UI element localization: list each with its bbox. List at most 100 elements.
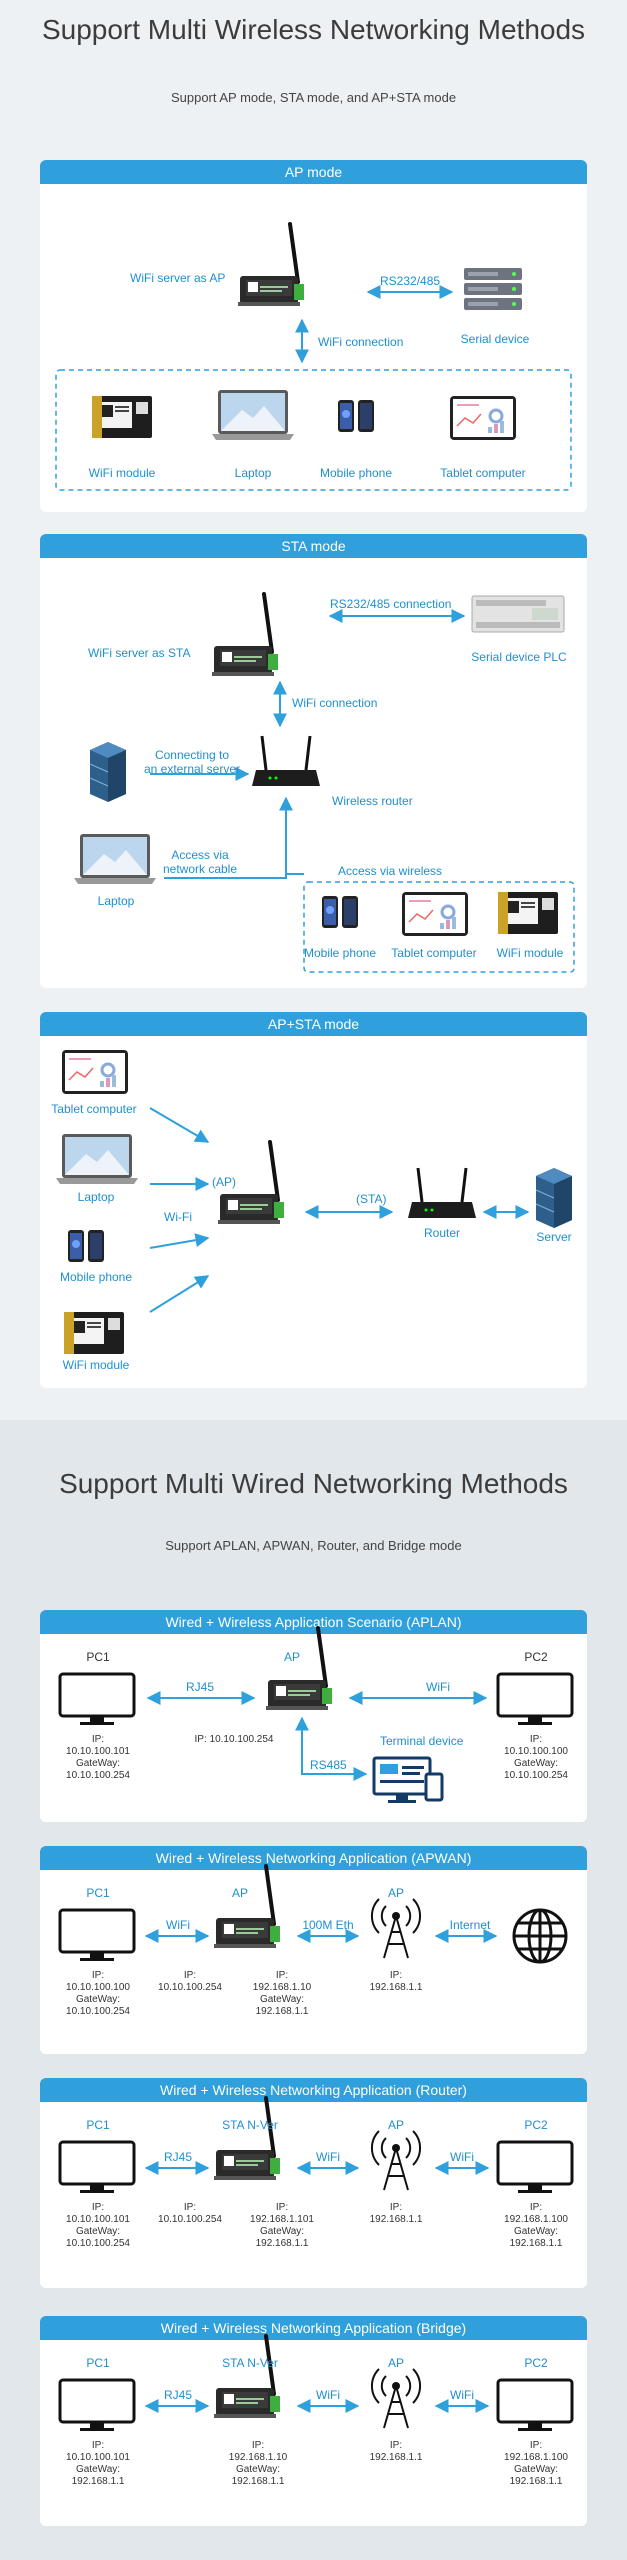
aplan-terminal-label: Terminal device [380, 1734, 464, 1748]
wired-section: Support Multi Wired Networking Methods S… [0, 1420, 627, 2560]
wireless-title: Support Multi Wireless Networking Method… [41, 14, 586, 45]
serial-device-label: Serial device [460, 332, 530, 346]
router-pc2-info-2: GateWay: [513, 2226, 559, 2237]
wireless-subtitle: Support AP mode, STA mode, and AP+STA mo… [170, 90, 457, 105]
apwan-pc1-info-1: 10.10.100.100 [66, 1982, 130, 1993]
router-pc1-icon [58, 2140, 136, 2195]
router-ap-info-1: 192.168.1.1 [369, 2214, 423, 2225]
apsta-mode-diagram [56, 1048, 573, 1354]
bridge-sta-device-icon [212, 2334, 282, 2420]
aplan-pc2-label: PC2 [524, 1650, 548, 1664]
connecting-label: Connecting to [154, 748, 230, 762]
bridge-pc1-info-1: 10.10.100.101 [66, 2452, 130, 2463]
bridge-sta-label: STA N-Ver [222, 2356, 278, 2370]
router-ap-tower-icon [370, 2130, 422, 2191]
apwan-eth-label: 100M Eth [302, 1918, 354, 1932]
apsta-mode-card: AP+STA mode Tablet computer Laptop Mobil… [40, 1012, 587, 1388]
apsta-server-label: Server [536, 1230, 572, 1244]
serial-server-device-icon [236, 222, 306, 308]
ap-mode-diagram [55, 222, 572, 491]
ap-mode-header: AP mode [40, 160, 587, 184]
bridge-pc2-info-3: 192.168.1.1 [509, 2476, 563, 2487]
aplan-ap-label: AP [283, 1650, 301, 1664]
router-pc2-label: PC2 [524, 2118, 548, 2132]
bridge-pc2-info-0: IP: [529, 2440, 543, 2451]
device-label-wifi-module: WiFi module [88, 466, 156, 480]
device-label-laptop: Laptop [234, 466, 272, 480]
sta-dev-module-label: WiFi module [496, 946, 564, 960]
aplan-pc1-info-1: 10.10.100.101 [66, 1746, 130, 1757]
aplan-ap-device-icon [264, 1626, 334, 1712]
aplan-pc2-info-2: GateWay: [513, 1758, 559, 1769]
apwan-ap-info-0: IP: [389, 1970, 403, 1981]
router-pc2-info-1: 192.168.1.100 [504, 2214, 568, 2225]
wired-title: Support Multi Wired Networking Methods [59, 1468, 568, 1499]
wifi-connection-label: WiFi connection [318, 335, 404, 349]
apwan-header: Wired + Wireless Networking Application … [40, 1846, 587, 1870]
router-pc1-info-1: 10.10.100.101 [66, 2214, 130, 2225]
serial-device-icon [464, 268, 522, 310]
bridge-ap-info-0: IP: [389, 2440, 403, 2451]
router-sta-device-icon [212, 2096, 282, 2182]
device-label-mobile: Mobile phone [319, 466, 393, 480]
apwan-pc1-icon [58, 1908, 136, 1963]
sta-mode-header: STA mode [40, 534, 587, 558]
apwan-dev-a-info-1: 10.10.100.254 [158, 1982, 222, 1993]
aplan-rs485-label: RS485 [310, 1758, 347, 1772]
wifi-server-label: WiFi server as AP [130, 271, 226, 285]
sta-device-icon [210, 592, 280, 678]
aplan-pc2-info-3: 10.10.100.254 [504, 1770, 568, 1781]
apwan-pc1-info-2: GateWay: [75, 1994, 121, 2005]
apsta-wifi-label: Wi-Fi [164, 1210, 192, 1224]
apsta-ap-label: (AP) [212, 1175, 236, 1189]
apsta-mode-header: AP+STA mode [40, 1012, 587, 1036]
sta-mode-diagram [74, 592, 575, 973]
bridge-pc2-label: PC2 [524, 2356, 548, 2370]
rs-label: RS232/485 [380, 274, 441, 288]
wifi-module-icon [92, 396, 152, 438]
apwan-ap-info-1: 192.168.1.1 [369, 1982, 423, 1993]
bridge-rj45-label: RJ45 [163, 2388, 193, 2402]
bridge-pc1-label: PC1 [86, 2356, 110, 2370]
router-card: Wired + Wireless Networking Application … [40, 2078, 587, 2288]
apsta-server-icon [535, 1167, 573, 1229]
ap-mode-card: AP mode WiFi server as AP RS232/485 Seri… [40, 160, 587, 512]
aplan-ap-info: IP: 10.10.100.254 [194, 1734, 274, 1745]
aplan-pc1-icon [58, 1672, 136, 1727]
router-dev-b-info-1: 192.168.1.101 [250, 2214, 314, 2225]
apsta-tablet-icon [60, 1048, 130, 1096]
mobile-phone-icon [338, 400, 374, 432]
sta-rs-label: RS232/485 connection [330, 597, 452, 611]
router-pc1-info-0: IP: [91, 2202, 105, 2213]
router-pc1-label: PC1 [86, 2118, 110, 2132]
wired-subtitle: Support APLAN, APWAN, Router, and Bridge… [165, 1538, 462, 1553]
aplan-card: Wired + Wireless Application Scenario (A… [40, 1610, 587, 1822]
router-header: Wired + Wireless Networking Application … [40, 2078, 587, 2102]
access-cable-label-1: Access via [171, 848, 229, 862]
access-cable-label-2: network cable [162, 862, 238, 876]
apwan-internet-label: Internet [449, 1918, 491, 1932]
apwan-card: Wired + Wireless Networking Application … [40, 1846, 587, 2054]
bridge-pc1-icon [58, 2378, 136, 2433]
apwan-dev-b-info-2: GateWay: [259, 1994, 305, 2005]
apsta-module-label: WiFi module [62, 1358, 130, 1372]
apwan-wifi-label: WiFi [166, 1918, 190, 1932]
aplan-pc2-icon [496, 1672, 574, 1727]
sta-wifi-module-icon [498, 892, 558, 934]
bridge-pc1-info-0: IP: [91, 2440, 105, 2451]
aplan-header: Wired + Wireless Application Scenario (A… [40, 1610, 587, 1634]
bridge-ap-tower-icon [370, 2368, 422, 2429]
aplan-pc1-info-2: GateWay: [75, 1758, 121, 1769]
apwan-ap1-label: AP [231, 1886, 249, 1900]
router-dev-b-info-2: GateWay: [259, 2226, 305, 2237]
plc-icon [471, 595, 565, 633]
aplan-pc1-info-3: 10.10.100.254 [66, 1770, 130, 1781]
sta-plc-label: Serial device PLC [471, 650, 567, 664]
aplan-rj45-label: RJ45 [185, 1680, 215, 1694]
apwan-dev-a-info-0: IP: [183, 1970, 197, 1981]
router-pc2-info-0: IP: [529, 2202, 543, 2213]
bridge-dev-info-2: GateWay: [235, 2464, 281, 2475]
bridge-header: Wired + Wireless Networking Application … [40, 2316, 587, 2340]
apwan-pc1-label: PC1 [86, 1886, 110, 1900]
sta-laptop-icon [74, 834, 156, 884]
